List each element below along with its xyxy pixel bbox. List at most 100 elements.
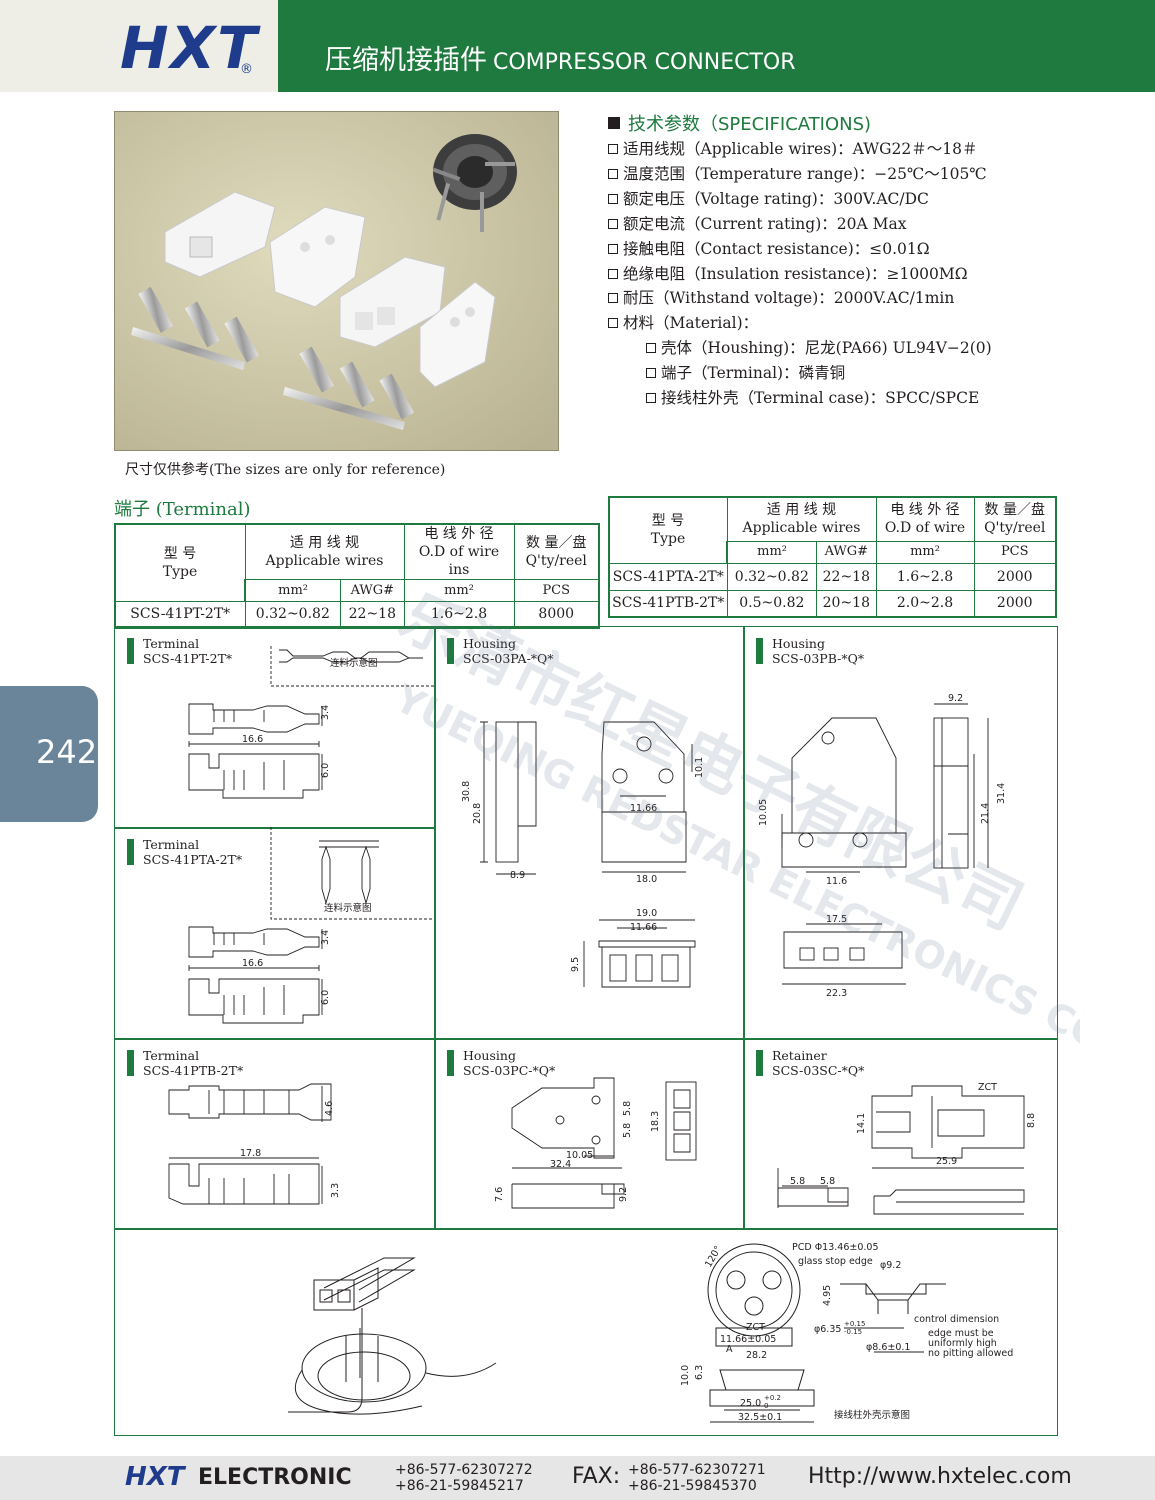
header-text: 电 线 外 径 [890, 502, 960, 519]
footer-logo: HXT [125, 1462, 185, 1492]
footer-url-link[interactable]: Http://www.hxtelec.com [808, 1464, 1072, 1489]
header-text: Q'ty/reel [525, 553, 587, 569]
product-photo-illustration [115, 112, 558, 450]
drawing-code: SCS-41PT-2T* [143, 651, 233, 666]
cell-qty: 8000 [513, 601, 600, 629]
spec-text: 温度范围（Temperature range)：−25℃～105℃ [623, 164, 987, 183]
checkbox-square-icon [646, 393, 656, 404]
dim-label: 6.0 [320, 763, 331, 778]
spec-subitem: 壳体（Houshing)：尼龙(PA66) UL94V−2(0) [608, 336, 992, 361]
table-row: SCS-41PTB-2T* 0.5~0.82 20~18 2.0~2.8 200… [608, 589, 1057, 618]
label-marker [447, 1050, 454, 1076]
fax-number: +86-21-59845370 [628, 1478, 757, 1494]
subheader-pcs: PCS [973, 540, 1057, 564]
dim-label: 10.1 [694, 757, 705, 778]
dim-label: 18.0 [636, 874, 657, 885]
cell-type: SCS-41PT-2T* [114, 601, 246, 629]
dim-label: 21.4 [980, 803, 991, 824]
grid-divider [115, 1038, 1057, 1040]
housing-03pb-drawing: 9.2 31.4 21.4 10.05 11.6 17.5 22.3 [758, 693, 1007, 999]
cell-mm: 0.5~0.82 [726, 589, 818, 618]
header-text: Applicable wires [742, 520, 861, 537]
spec-item: 温度范围（Temperature range)：−25℃～105℃ [608, 162, 992, 187]
footer [0, 1456, 1155, 1500]
checkbox-square-icon [608, 243, 618, 254]
zct-mark: ZCT [978, 1082, 997, 1093]
strip-label: 连料示意图 [330, 657, 378, 669]
dim-label: 16.6 [242, 734, 263, 745]
specs-heading: 技术参数（SPECIFICATIONS) [608, 110, 871, 136]
grid-divider [434, 627, 436, 1229]
table-row: SCS-41PT-2T* 0.32~0.82 22~18 1.6~2.8 800… [114, 601, 600, 629]
dim-label: 22.3 [826, 988, 847, 999]
dim-label: 8.9 [510, 870, 525, 881]
dim-label: 14.1 [856, 1113, 867, 1134]
checkbox-square-icon [608, 268, 618, 279]
header-text: Type [650, 531, 686, 548]
point-label: A [726, 1344, 733, 1355]
spec-text: 绝缘电阻（Insulation resistance)：≥1000MΩ [623, 264, 968, 283]
header-band [278, 0, 1155, 92]
note-text: no pitting allowed [928, 1348, 1013, 1359]
dim-tolerance: -0.15 [844, 1328, 862, 1336]
subheader-mm: mm² [875, 540, 975, 564]
dim-label: 11.66 [630, 803, 657, 814]
registered-mark: ® [240, 62, 253, 77]
brand-logo: HXT [120, 14, 259, 82]
note-text: edge must be [928, 1328, 994, 1339]
dim-label: 10.05 [566, 1150, 593, 1161]
footer-electronic: ELECTRONIC [198, 1465, 352, 1490]
dim-label: 9.2 [948, 693, 963, 704]
spec-item: 适用线规（Applicable wires)：AWG22＃～18＃ [608, 137, 992, 162]
grid-divider [115, 827, 435, 829]
dim-label: 4.95 [822, 1285, 833, 1306]
zct-mark: ZCT [746, 1322, 765, 1333]
dim-label: 11.66 [630, 922, 657, 933]
dim-label: φ6.35 [814, 1324, 841, 1335]
drawing-kind: Housing [772, 636, 825, 651]
header-text: 数 量／盘 [984, 502, 1045, 519]
strip-label: 连料示意图 [324, 902, 372, 914]
spec-text: 材料（Material)： [623, 314, 759, 333]
footer-phone: +86-577-62307272+86-21-59845217 [395, 1462, 533, 1494]
drawing-kind: Terminal [143, 636, 200, 651]
phone-number: +86-21-59845217 [395, 1478, 524, 1494]
page-title-en: COMPRESSOR CONNECTOR [493, 50, 796, 75]
footer-fax: +86-577-62307271+86-21-59845370 [628, 1462, 766, 1494]
terminal-41ptb-drawing: 4.6 17.8 3.3 [168, 1083, 341, 1205]
spec-item: 绝缘电阻（Insulation resistance)：≥1000MΩ [608, 262, 992, 287]
housing-03pc-drawing: 5.8 5.8 18.3 10.05 32.4 7.6 9.2 [494, 1077, 697, 1209]
dim-tolerance: 0 [764, 1402, 768, 1410]
note-text: uniformly high [928, 1338, 997, 1349]
square-bullet-icon [608, 117, 620, 129]
spec-text: 接触电阻（Contact resistance)：≤0.01Ω [623, 239, 930, 258]
header-text: Type [162, 564, 198, 580]
drawing-code: SCS-03PA-*Q* [463, 651, 554, 666]
checkbox-square-icon [608, 218, 618, 229]
header-text: Q'ty/reel [984, 520, 1046, 537]
dim-label: 7.6 [494, 1187, 505, 1202]
drawing-code: SCS-41PTA-2T* [143, 852, 243, 867]
dim-label: 6.3 [694, 1365, 705, 1380]
header-text: Applicable wires [265, 553, 384, 569]
label-marker [127, 1050, 134, 1076]
grid-divider [115, 1228, 1057, 1230]
cell-qty: 2000 [973, 562, 1057, 591]
checkbox-square-icon [646, 343, 656, 354]
specs-heading-text: 技术参数（SPECIFICATIONS) [628, 114, 872, 135]
dim-label: 17.5 [826, 914, 847, 925]
footer-fax-label: FAX: [572, 1464, 621, 1489]
dim-label: 5.8 [622, 1123, 633, 1138]
drawing-grid [114, 626, 1058, 1436]
checkbox-square-icon [646, 368, 656, 379]
terminal-section-title: 端子 (Terminal) [114, 499, 251, 520]
cell-mm: 0.32~0.82 [726, 562, 818, 591]
table-row: SCS-41PTA-2T* 0.32~0.82 22~18 1.6~2.8 20… [608, 562, 1057, 591]
spec-item: 材料（Material)： [608, 311, 992, 336]
